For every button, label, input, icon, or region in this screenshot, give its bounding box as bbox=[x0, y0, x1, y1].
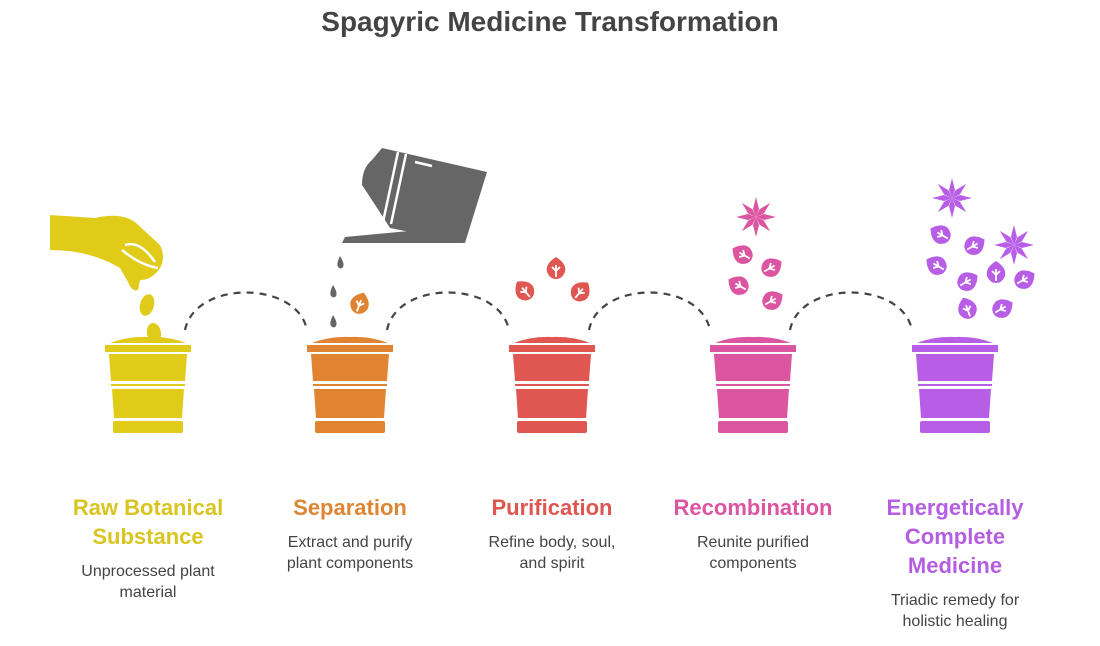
pot-icon bbox=[307, 336, 393, 433]
pots bbox=[105, 336, 998, 433]
seed-icons bbox=[139, 294, 162, 343]
leaf-icons bbox=[350, 178, 1035, 319]
leaf-icon bbox=[546, 257, 566, 279]
connector-arcs bbox=[183, 291, 914, 331]
flower-icon bbox=[736, 197, 776, 237]
step-description-line: holistic healing bbox=[902, 613, 1008, 630]
step-description-line: Reunite purified bbox=[696, 534, 810, 551]
step-title: Separation bbox=[240, 493, 460, 522]
step-title-line: Recombination bbox=[673, 495, 833, 520]
step-title-line: Raw Botanical bbox=[72, 495, 224, 520]
leaf-icon bbox=[1014, 270, 1035, 289]
dashed-connector bbox=[183, 291, 309, 331]
step-description-line: Triadic remedy for bbox=[890, 592, 1020, 609]
dashed-connector bbox=[385, 291, 511, 331]
dashed-connector bbox=[788, 291, 914, 331]
leaf-icon bbox=[930, 225, 951, 244]
watering-can-icon bbox=[342, 148, 487, 243]
leaf-icon bbox=[762, 291, 783, 310]
step-description: Unprocessed plant material bbox=[38, 561, 258, 603]
pot-icon bbox=[509, 336, 595, 433]
step-title-line: Medicine bbox=[907, 553, 1003, 578]
step-description-line: Extract and purify bbox=[287, 534, 413, 551]
leaf-icon bbox=[350, 292, 369, 314]
leaf-icon bbox=[957, 272, 978, 291]
step-title: Recombination bbox=[643, 493, 863, 522]
step-description: Refine body, soul, and spirit bbox=[442, 532, 662, 574]
step-description-line: material bbox=[119, 584, 177, 601]
step-description: Extract and purify plant components bbox=[240, 532, 460, 574]
step-title-line: Separation bbox=[293, 495, 407, 520]
step-description: Reunite purified components bbox=[643, 532, 863, 574]
leaf-icon bbox=[761, 258, 782, 277]
flower-icon bbox=[994, 225, 1034, 265]
hand-icon bbox=[50, 215, 163, 291]
step-title-line: Substance bbox=[92, 524, 204, 549]
step-description-line: plant components bbox=[286, 555, 414, 572]
leaf-icon bbox=[728, 276, 749, 295]
leaf-icon bbox=[926, 256, 947, 275]
step-title-line: Energetically bbox=[886, 495, 1024, 520]
step-description-line: and spirit bbox=[519, 555, 585, 572]
step-description-line: Refine body, soul, bbox=[488, 534, 616, 551]
leaf-icon bbox=[515, 281, 535, 301]
pot-icon bbox=[710, 336, 796, 433]
step-description-line: Unprocessed plant bbox=[81, 563, 215, 580]
pot-icon bbox=[912, 336, 998, 433]
page-title: Spagyric Medicine Transformation bbox=[321, 6, 779, 37]
dashed-connector bbox=[587, 291, 712, 331]
leaf-icon bbox=[732, 245, 753, 264]
leaf-icon bbox=[992, 299, 1013, 318]
step-title: Purification bbox=[442, 493, 662, 522]
leaf-icon bbox=[964, 236, 985, 255]
leaf-icon bbox=[570, 282, 590, 302]
step-title-line: Complete bbox=[904, 524, 1006, 549]
step-title-line: Purification bbox=[491, 495, 613, 520]
pot-icon bbox=[105, 336, 191, 433]
leaf-icon bbox=[986, 261, 1006, 283]
water-drop-icons bbox=[330, 256, 344, 328]
step-description-line: components bbox=[709, 555, 797, 572]
flower-icon bbox=[932, 178, 972, 218]
leaf-icon bbox=[958, 297, 977, 319]
step-description: Triadic remedy for holistic healing bbox=[845, 590, 1065, 632]
